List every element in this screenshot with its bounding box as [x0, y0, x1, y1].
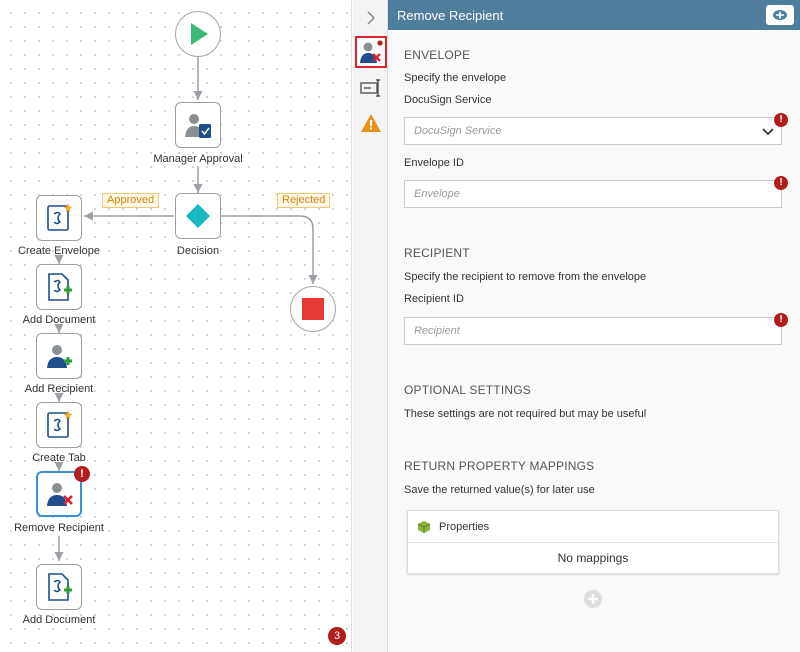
step-properties-tab[interactable] — [355, 36, 387, 68]
play-icon — [191, 23, 208, 45]
variables-tab[interactable] — [355, 72, 387, 104]
properties-panel: Remove Recipient ENVELOPE Specify the en… — [388, 0, 800, 652]
user-remove-icon — [360, 40, 383, 63]
node-label-add-document-2: Add Document — [22, 614, 96, 626]
add-document-node-2[interactable] — [36, 564, 82, 610]
panel-title: Remove Recipient — [397, 7, 504, 23]
return-mappings-section-title: RETURN PROPERTY MAPPINGS — [404, 459, 595, 473]
docusign-service-placeholder: DocuSign Service — [414, 125, 502, 137]
panel-toolstrip — [353, 0, 388, 652]
envelope-id-input[interactable]: Envelope — [404, 180, 782, 208]
plus-icon — [588, 594, 598, 604]
docusign-service-select[interactable]: DocuSign Service — [404, 117, 782, 145]
decision-node[interactable] — [175, 193, 221, 239]
start-node[interactable] — [175, 11, 221, 57]
cube-icon — [417, 520, 431, 533]
document-add-icon — [48, 273, 72, 301]
recipient-id-input[interactable]: Recipient — [404, 317, 782, 345]
optional-hint: These settings are not required but may … — [404, 408, 647, 420]
pin-icon — [773, 10, 787, 20]
recipient-id-label: Recipient ID — [404, 293, 464, 305]
warning-icon — [361, 114, 381, 132]
user-remove-icon — [47, 483, 73, 506]
envelope-hint: Specify the envelope — [404, 72, 507, 84]
issue-count-badge[interactable]: 3 — [328, 627, 346, 645]
chevron-right-icon — [367, 11, 376, 25]
chevron-down-icon — [762, 128, 774, 136]
required-indicator: ! — [774, 176, 788, 190]
docusign-service-label: DocuSign Service — [404, 94, 492, 106]
property-mappings-table: Properties No mappings — [407, 510, 779, 574]
end-node[interactable] — [290, 286, 336, 332]
panel-header: Remove Recipient — [388, 0, 800, 30]
recipient-hint: Specify the recipient to remove from the… — [404, 271, 647, 283]
recipient-id-placeholder: Recipient — [414, 325, 460, 337]
document-tab-icon — [47, 410, 73, 438]
node-label-remove-recipient: Remove Recipient — [14, 522, 104, 534]
properties-label: Properties — [439, 520, 490, 533]
create-envelope-node[interactable] — [36, 195, 82, 241]
diamond-icon — [186, 204, 210, 228]
pin-button[interactable] — [766, 5, 794, 25]
remove-recipient-node[interactable] — [36, 471, 82, 517]
node-label-add-recipient: Add Recipient — [24, 383, 94, 395]
required-indicator: ! — [774, 113, 788, 127]
user-add-icon — [47, 345, 72, 368]
no-mappings-text: No mappings — [557, 551, 629, 565]
stop-icon — [302, 298, 324, 320]
properties-header[interactable]: Properties — [408, 511, 778, 543]
node-error-indicator[interactable]: ! — [74, 466, 90, 482]
return-mappings-hint: Save the returned value(s) for later use — [404, 484, 595, 496]
document-add-icon — [48, 573, 72, 601]
connector-lines — [54, 57, 318, 561]
node-label-create-tab: Create Tab — [32, 452, 86, 464]
optional-section-title[interactable]: OPTIONAL SETTINGS — [404, 383, 531, 397]
create-tab-node[interactable] — [36, 402, 82, 448]
warnings-tab[interactable] — [355, 107, 387, 139]
node-label-add-document: Add Document — [22, 314, 96, 326]
envelope-id-placeholder: Envelope — [414, 188, 460, 200]
text-field-icon — [360, 79, 380, 97]
edge-label-rejected[interactable]: Rejected — [277, 193, 331, 208]
add-document-node[interactable] — [36, 264, 82, 310]
collapse-panel-button[interactable] — [355, 2, 387, 34]
envelope-id-label: Envelope ID — [404, 157, 464, 169]
envelope-section-title: ENVELOPE — [404, 48, 471, 62]
user-approve-icon — [185, 114, 211, 138]
add-recipient-node[interactable] — [36, 333, 82, 379]
document-create-icon — [47, 203, 73, 231]
node-label-manager-approval: Manager Approval — [153, 153, 243, 165]
required-indicator: ! — [774, 313, 788, 327]
node-label-decision: Decision — [176, 245, 220, 257]
workflow-canvas[interactable]: Manager Approval Decision Approved Rejec… — [0, 0, 352, 652]
recipient-section-title: RECIPIENT — [404, 246, 470, 260]
manager-approval-node[interactable] — [175, 102, 221, 148]
add-mapping-button[interactable] — [584, 590, 602, 608]
node-label-create-envelope: Create Envelope — [18, 245, 100, 257]
edge-label-approved[interactable]: Approved — [102, 193, 160, 208]
